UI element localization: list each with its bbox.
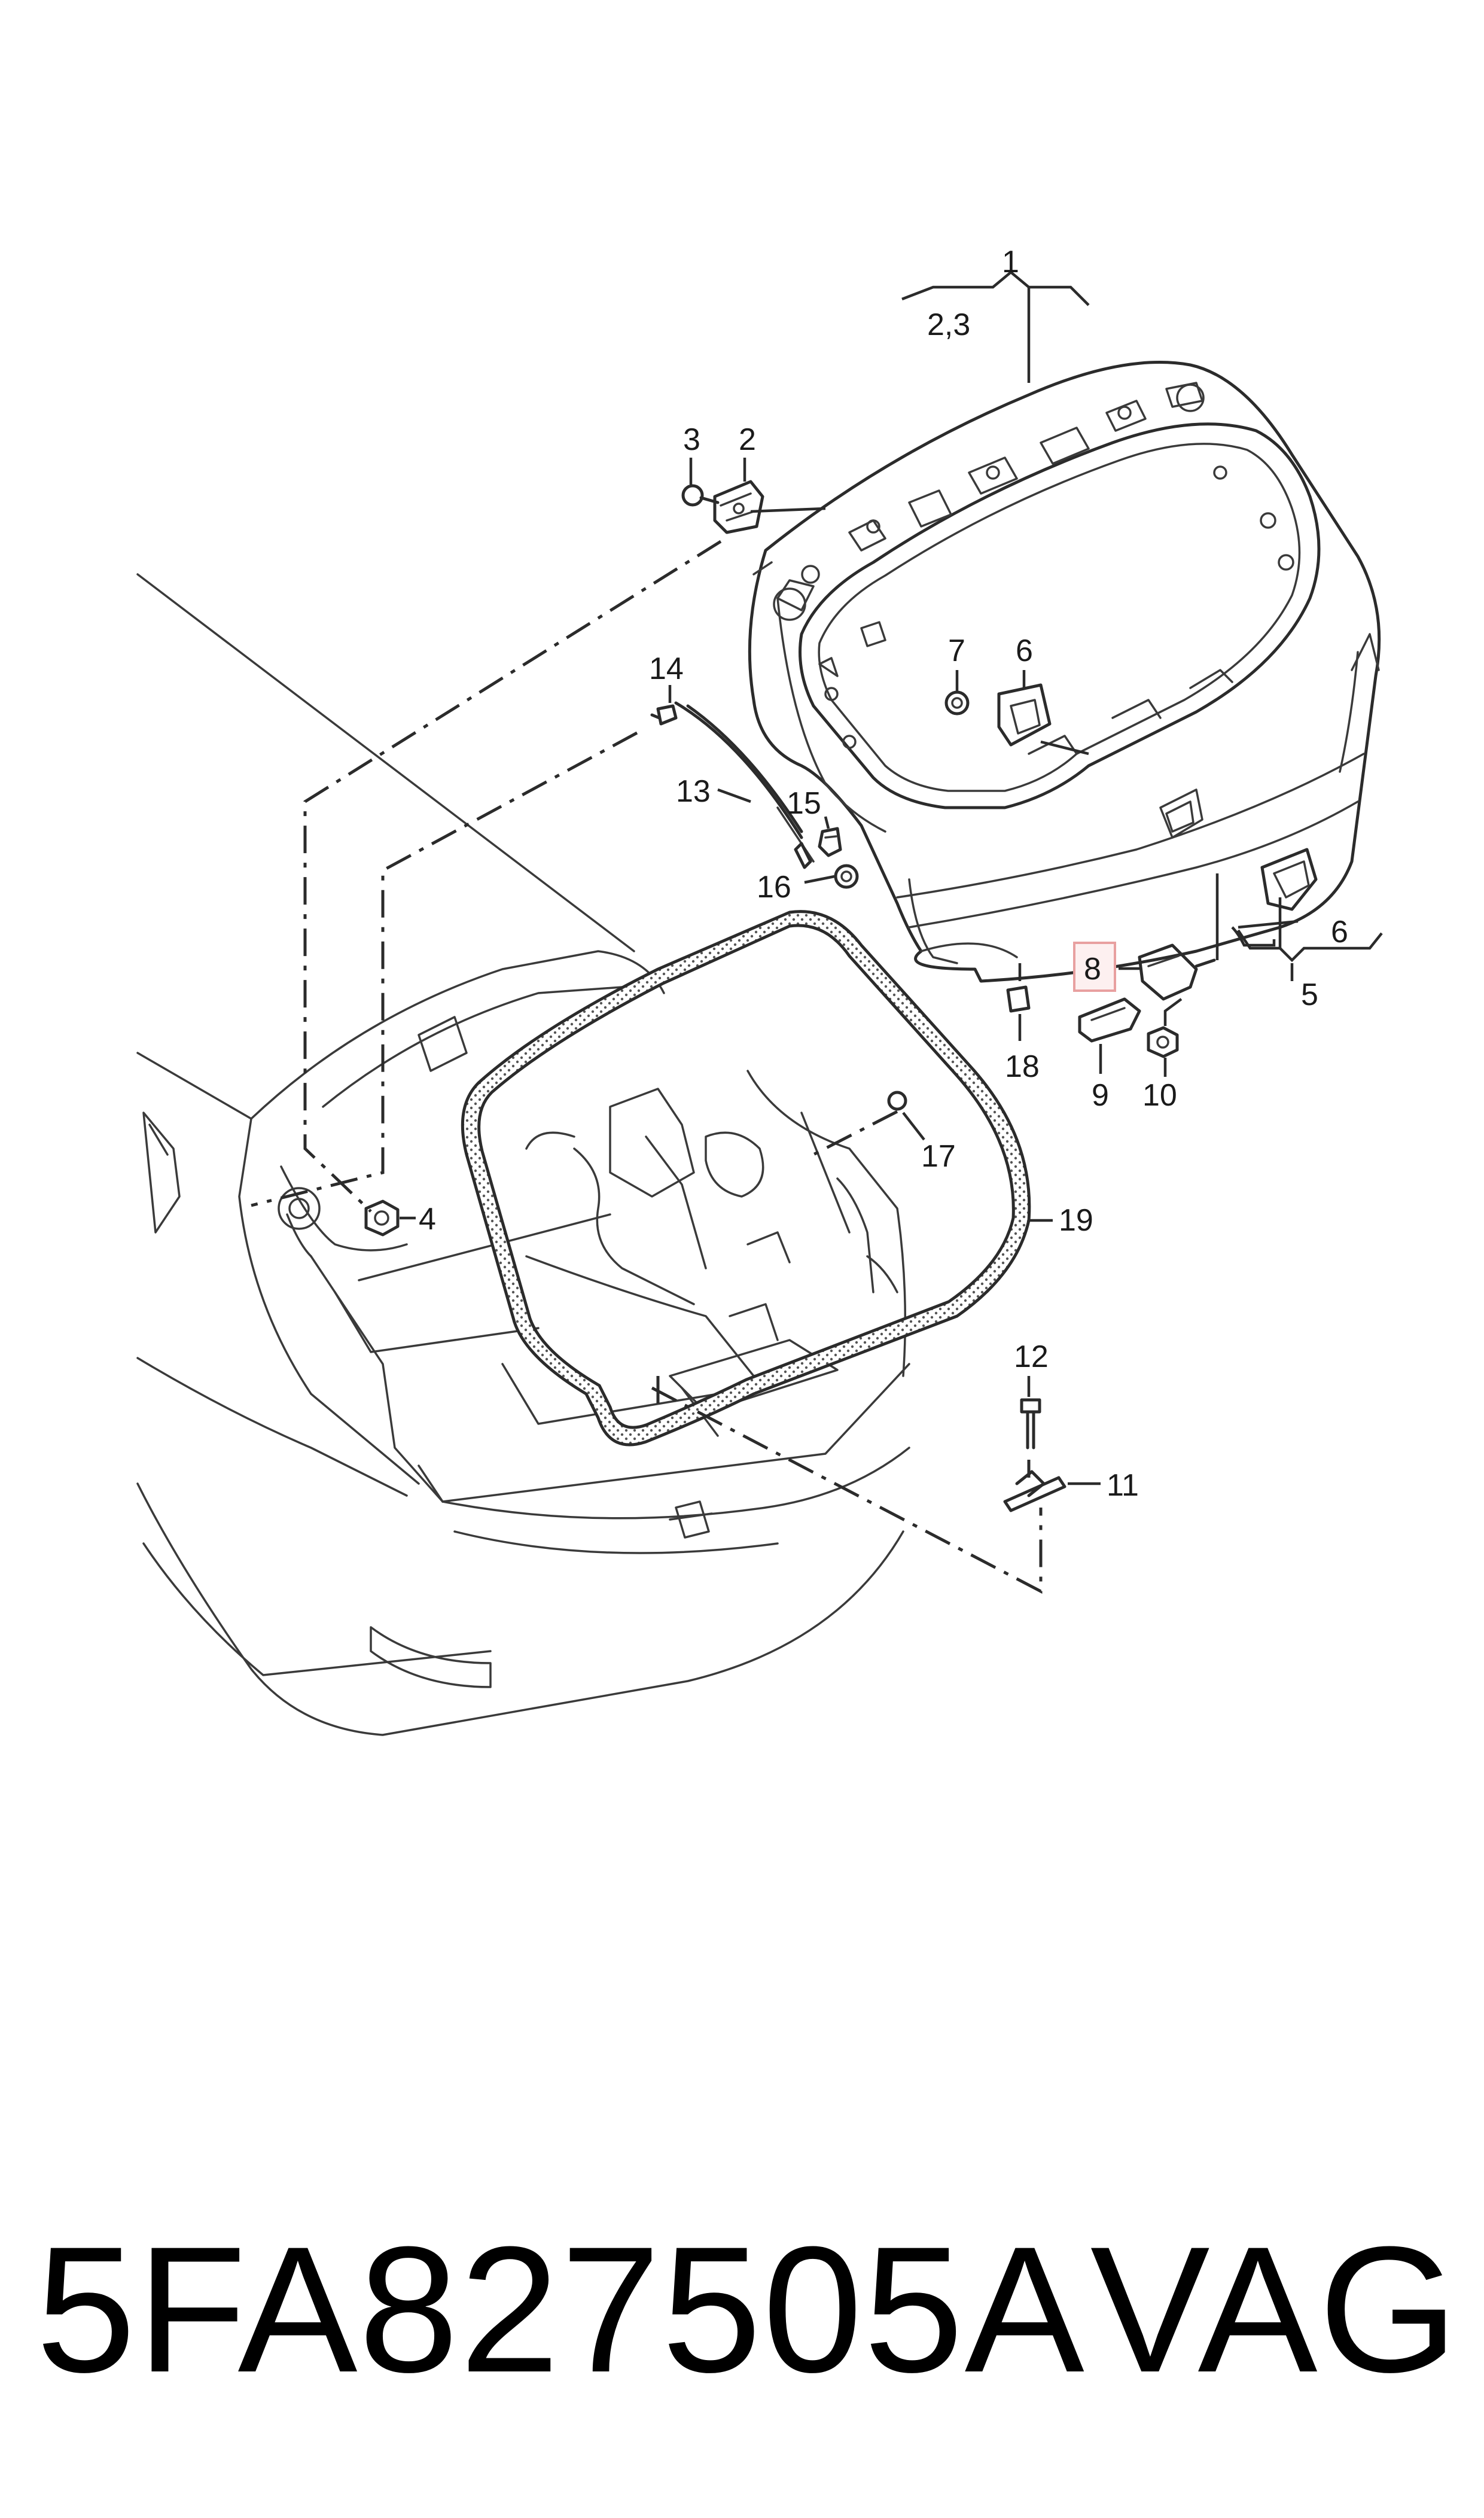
callout-4: 4 [419,1202,436,1237]
bracket-part-6 [997,683,1052,747]
nut-part-4 [364,1199,400,1237]
callout-9: 9 [1092,1078,1109,1113]
callout-2: 2 [739,422,756,457]
brand-label: VAG [1090,2209,1459,2410]
callout-2-3: 2,3 [927,307,970,342]
part-number-footer: 5FA827505A VAG [36,2178,1459,2441]
assembly-lines [251,540,1043,1594]
callout-16: 16 [757,870,791,905]
callout-18: 18 [1005,1049,1040,1084]
clip-part-18 [1006,985,1031,1013]
lock-part-5 [1260,848,1318,911]
callout-7: 7 [948,634,965,668]
hinge-part [713,480,764,534]
tailgate-seal [461,910,1031,1447]
callout-3: 3 [683,422,700,457]
callout-1: 1 [1002,245,1019,279]
actuator-part-8 [1138,943,1216,1001]
callout-11: 11 [1107,1468,1139,1503]
handle-part-9 [1078,997,1141,1043]
highlight-box-8 [1073,942,1116,992]
callout-17: 17 [921,1139,956,1174]
vehicle-body-outline [136,573,910,1736]
hinge-bolt [681,484,720,507]
callout-6-upper: 6 [1016,634,1033,668]
callout-6-lower: 6 [1331,915,1348,949]
callout-12: 12 [1014,1339,1049,1374]
part-number: 5FA827505A [36,2209,1086,2410]
tailgate-panel [748,361,1381,983]
callout-19: 19 [1059,1203,1093,1238]
callout-8: 8 [1084,952,1101,987]
leader-lines [400,270,1383,1485]
nut-part-7 [944,690,970,715]
clip-part-15 [818,827,842,857]
striker-part-11 [1003,1470,1066,1512]
clip-part-16 [834,864,859,889]
grommet-part-17 [887,1091,907,1111]
callout-10: 10 [1142,1078,1177,1113]
callout-5: 5 [1301,978,1318,1012]
nut-part-10 [1147,1026,1179,1058]
callout-15: 15 [787,786,821,821]
gas-strut [650,701,815,869]
bolt-part-12 [1020,1398,1041,1450]
callout-labels: 1 2,3 2 3 4 5 6 6 7 8 9 10 11 12 13 14 1… [419,245,1348,1503]
callout-13: 13 [676,774,711,809]
callout-14: 14 [649,651,684,686]
